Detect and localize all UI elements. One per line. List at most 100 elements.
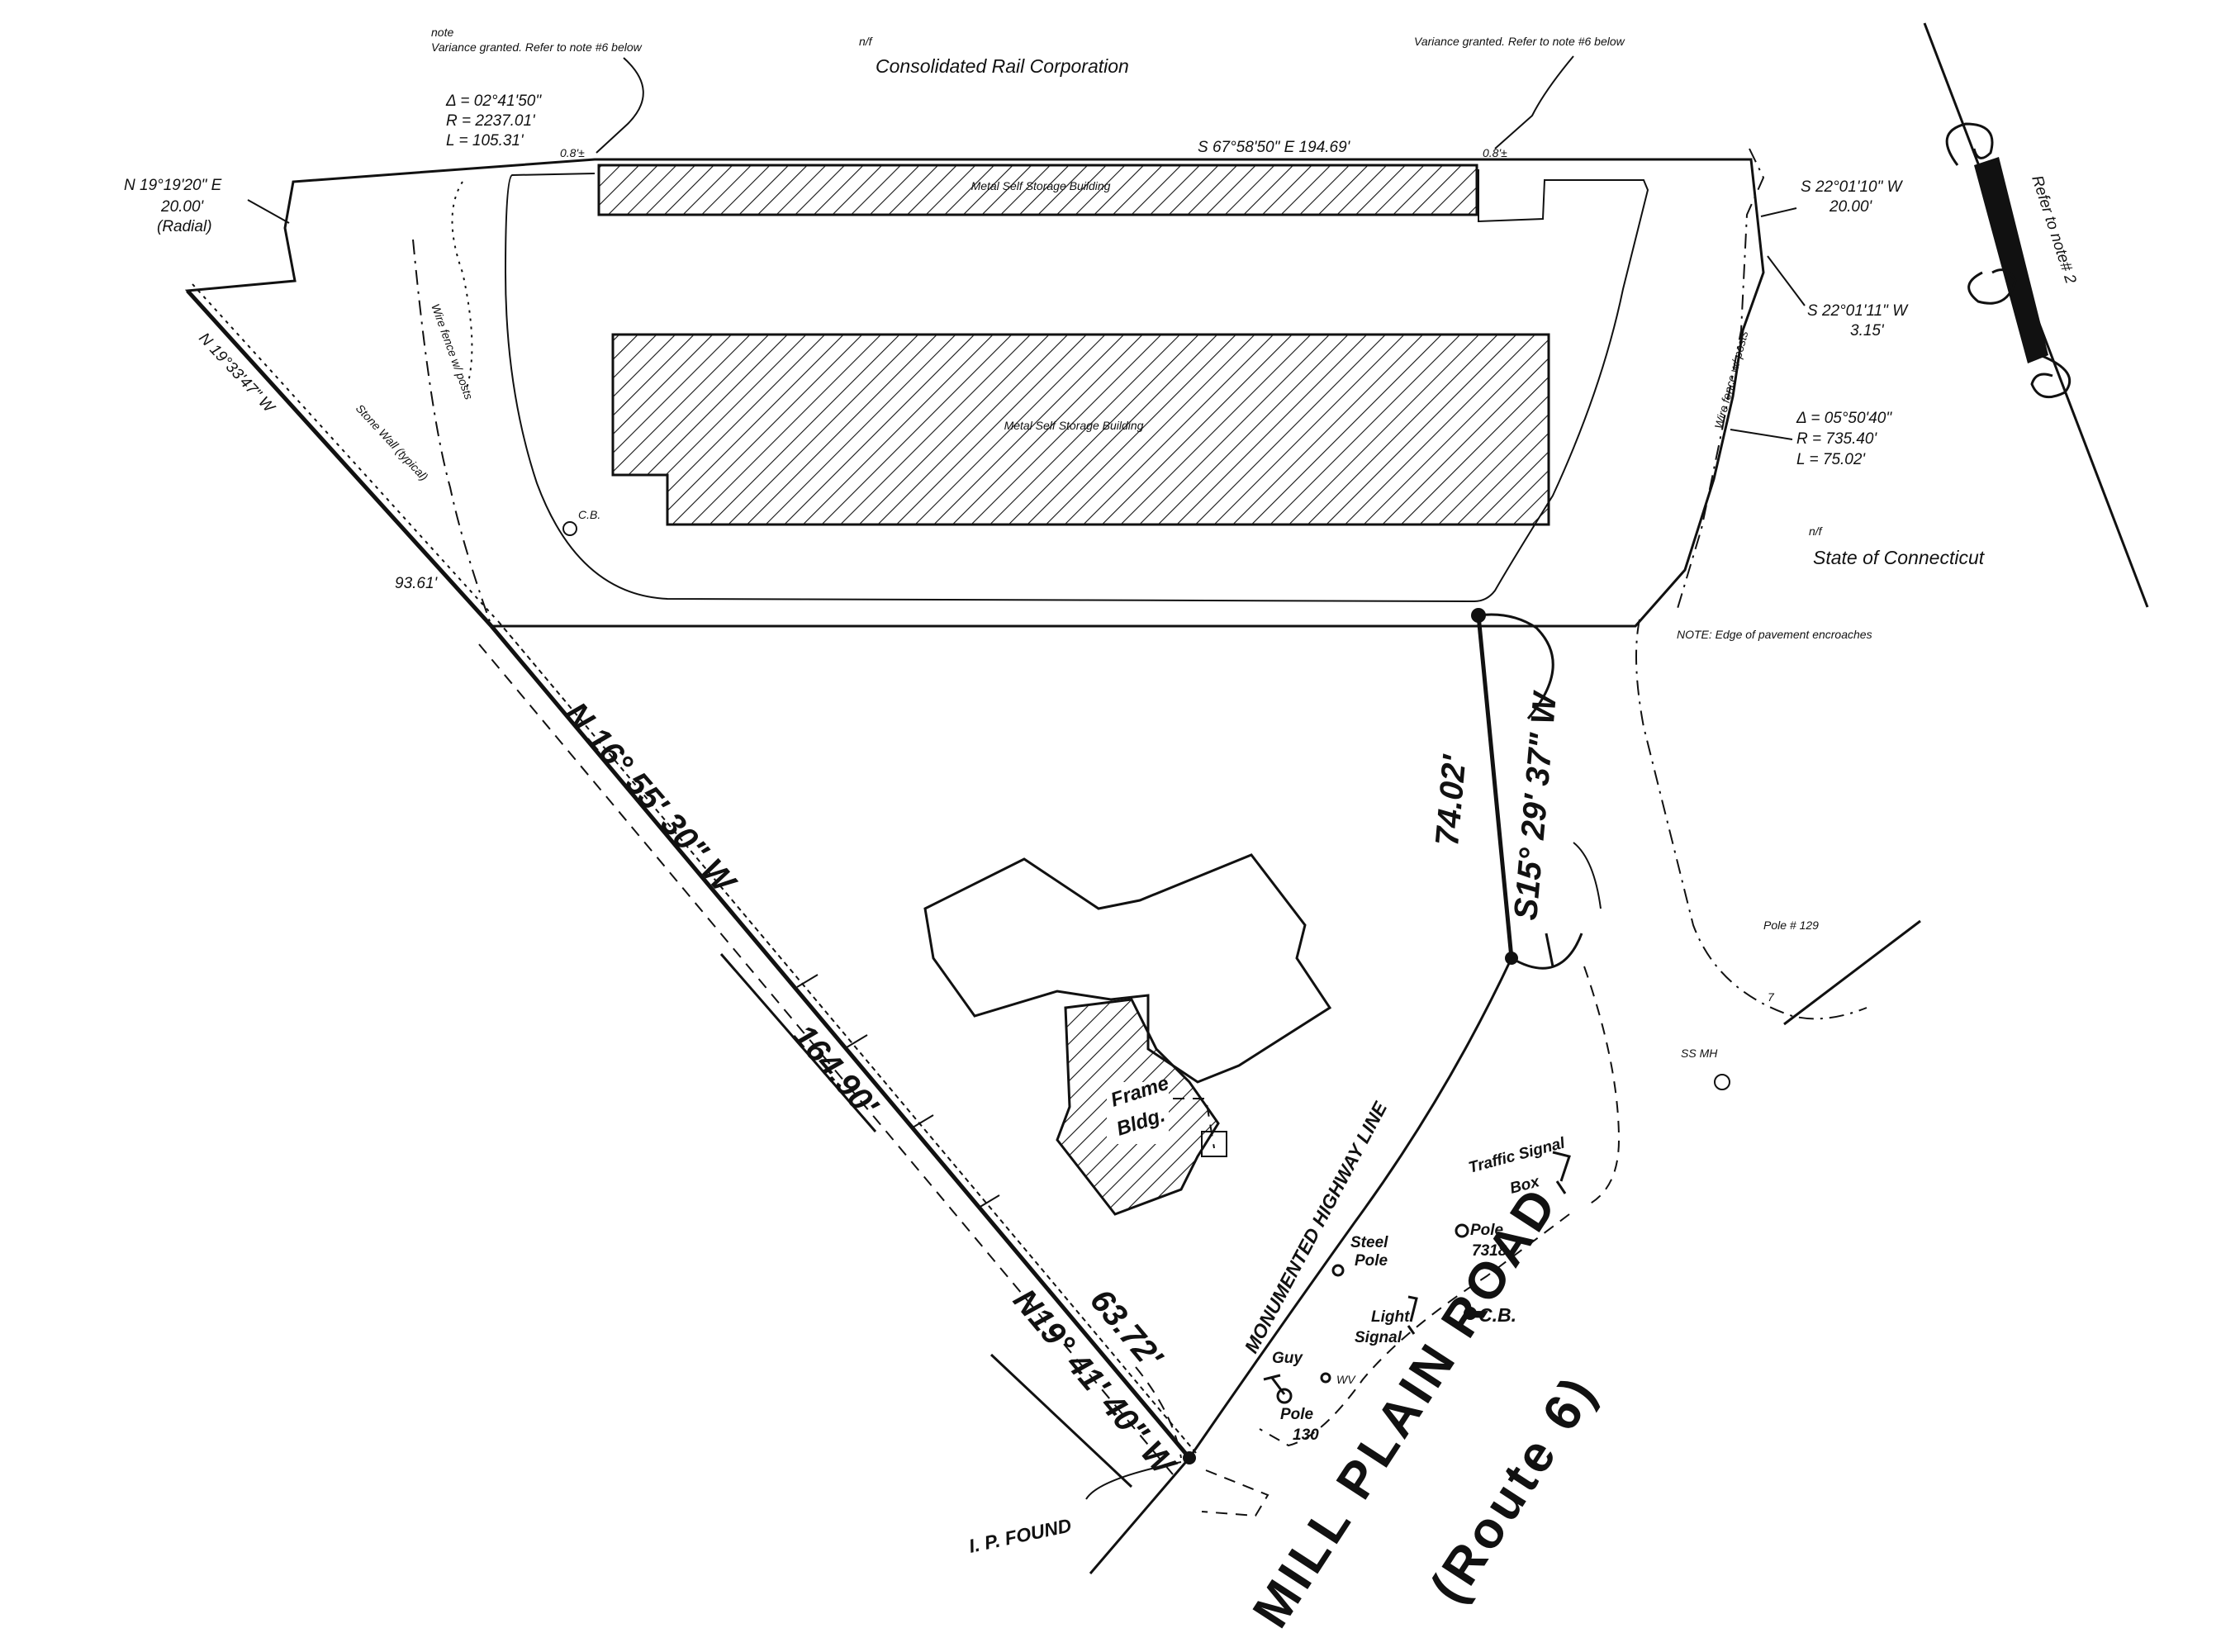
pole-130-label-line2: 130 — [1293, 1427, 1319, 1444]
south-parcel — [478, 608, 1921, 1574]
west-stone-wall-dotted — [451, 181, 473, 389]
light-signal-label-line1: Light — [1371, 1308, 1410, 1326]
east-upper-bearing: S 22°01'10" W 20.00' — [1760, 178, 1904, 217]
north-arrow: Refer to note# 2 — [1923, 22, 2149, 608]
northwest-stone-wall-line — [186, 289, 493, 628]
main-storage-building-label: Metal Self Storage Building — [1004, 419, 1144, 432]
north-storage-building: Metal Self Storage Building — [597, 164, 1478, 216]
east-upper-bearing-text: S 22°01'10" W — [1801, 178, 1904, 196]
boundary-tick — [846, 1034, 868, 1048]
road-route-label: (Route 6) — [1420, 1365, 1609, 1613]
steel-pole-label-line1: Steel — [1350, 1234, 1388, 1251]
water-valve-icon — [1320, 1372, 1331, 1384]
west-radial-note: N 19°19'20" E 20.00' (Radial) — [124, 177, 290, 235]
pole-7318-label-line2: 7318 — [1472, 1242, 1507, 1260]
pole-129-label: Pole # 129 — [1763, 919, 1819, 932]
east-owner-label: State of Connecticut — [1813, 547, 1986, 568]
east-upper-distance: 20.00' — [1829, 198, 1873, 216]
paved-drive-edge — [504, 169, 1649, 603]
steel-pole-icon — [1331, 1264, 1345, 1277]
west-radial-distance: 20.00' — [160, 198, 205, 216]
east-variance-leader — [1494, 55, 1574, 150]
traffic-signal-label-line1: Traffic Signal — [1467, 1134, 1568, 1176]
ssmh-label: SS MH — [1681, 1047, 1718, 1060]
catch-basin-north-label: C.B. — [578, 508, 600, 521]
pole-130-label-line1: Pole — [1280, 1406, 1314, 1423]
monumented-highway-line — [1188, 957, 1513, 1459]
north-arrow-scroll-top-icon — [1945, 122, 1994, 166]
east-road-edge-line — [1783, 919, 1921, 1026]
refer-note-label: Refer to note# 2 — [2028, 173, 2079, 286]
north-curve-delta: Δ = 02°41'50" — [445, 93, 542, 110]
pole-7318-label-line1: Pole — [1470, 1222, 1504, 1239]
stone-wall-label: Stone Wall (typical) — [354, 401, 431, 483]
west-radial-leader — [247, 199, 290, 224]
east-pavement-edge — [1635, 619, 1867, 1020]
catch-basin-south-label: C.B. — [1478, 1304, 1516, 1326]
north-owner-label: Consolidated Rail Corporation — [876, 55, 1129, 77]
main-west-boundary — [490, 624, 1191, 1460]
frame-building-outline — [923, 853, 1332, 1084]
east-line-bearing-underline — [1545, 933, 1554, 967]
east-curve-delta: Δ = 05°50'40" — [1796, 410, 1892, 427]
traffic-signal-box-icon — [1552, 1151, 1571, 1194]
ssmh-icon — [1714, 1074, 1730, 1090]
frame-buildings: Frame Bldg. — [923, 853, 1332, 1216]
highway-curve-east — [1511, 933, 1583, 970]
boundary-tick — [912, 1114, 934, 1128]
east-lower-distance: 3.15' — [1850, 322, 1885, 339]
catch-basin-south-icon — [1464, 1307, 1477, 1320]
frame-bldg-rect-label-bg — [1107, 1082, 1169, 1144]
steel-pole-label-line2: Pole — [1355, 1252, 1388, 1270]
light-signal-label-line2: Signal — [1355, 1329, 1402, 1346]
west-variance-note: Variance granted. Refer to note #6 below — [431, 40, 643, 54]
pole-7318-icon — [1455, 1223, 1469, 1238]
east-offset: 0.8'± — [1483, 146, 1507, 159]
east-wire-fence — [1676, 148, 1765, 612]
north-curve-data: Δ = 02°41'50" R = 2237.01' L = 105.31' — [445, 93, 542, 150]
north-curve-length: L = 105.31' — [446, 132, 524, 150]
pavement-note: NOTE: Edge of pavement encroaches — [1677, 628, 1872, 641]
boundary-tick — [796, 974, 819, 988]
dashed-utility-loop — [1201, 1469, 1269, 1517]
east-lower-bearing: S 22°01'11" W 3.15' — [1767, 255, 1909, 339]
east-owner-prefix: n/f — [1809, 525, 1824, 538]
west-wire-fence — [412, 239, 492, 627]
water-valve-label: WV — [1336, 1373, 1356, 1386]
catch-basin-north-icon — [562, 521, 577, 536]
main-storage-building: Metal Self Storage Building — [611, 333, 1550, 526]
main-west-dashed-offset — [478, 643, 1174, 1475]
east-variance-note: Variance granted. Refer to note #6 below — [1414, 35, 1625, 48]
dashed-curb-south — [1259, 1213, 1570, 1447]
ip-found-leader — [1085, 1461, 1182, 1500]
north-curve-radius: R = 2237.01' — [446, 112, 536, 130]
north-arrow-head-icon — [1974, 157, 2048, 363]
west-radial-tag: (Radial) — [157, 218, 212, 235]
wv-east: 7 — [1768, 990, 1775, 1004]
east-curve-leader — [1730, 429, 1793, 440]
guy-label: Guy — [1272, 1350, 1303, 1367]
west-fence-note: Wire fence w/ posts — [429, 302, 476, 401]
east-curve-data: Δ = 05°50'40" R = 735.40' L = 75.02' — [1730, 410, 1892, 468]
road-edge-southwest — [1089, 1457, 1191, 1574]
ip-found-label: I. P. FOUND — [967, 1514, 1074, 1557]
north-arrow-scroll-bottom-icon — [2030, 354, 2072, 399]
east-upper-leader — [1760, 207, 1797, 217]
north-storage-building-outline — [597, 164, 1478, 216]
light-signal-icon — [1407, 1295, 1418, 1335]
south-west-bearing-underline — [989, 1353, 1133, 1488]
utilities: Pole # 129 7 SS MH Traffic Signal Box St… — [1263, 919, 1819, 1444]
main-storage-building-outline — [611, 333, 1550, 526]
west-variance-prefix: note — [431, 26, 453, 39]
east-fence-note: Wire fence w/ posts — [1711, 330, 1750, 430]
east-line-distance: 74.02' — [1429, 752, 1474, 847]
pole-130-icon — [1276, 1388, 1293, 1404]
east-lower-leader — [1767, 255, 1806, 306]
west-variance-leader — [596, 57, 644, 154]
main-west-bearing: N 16° 55' 30" W — [558, 695, 743, 901]
boundary-tick — [978, 1194, 1000, 1208]
west-radial-bearing: N 19°19'20" E — [124, 177, 222, 194]
north-line-bearing: S 67°58'50" E 194.69' — [1198, 139, 1351, 156]
north-storage-building-label: Metal Self Storage Building — [971, 179, 1111, 192]
